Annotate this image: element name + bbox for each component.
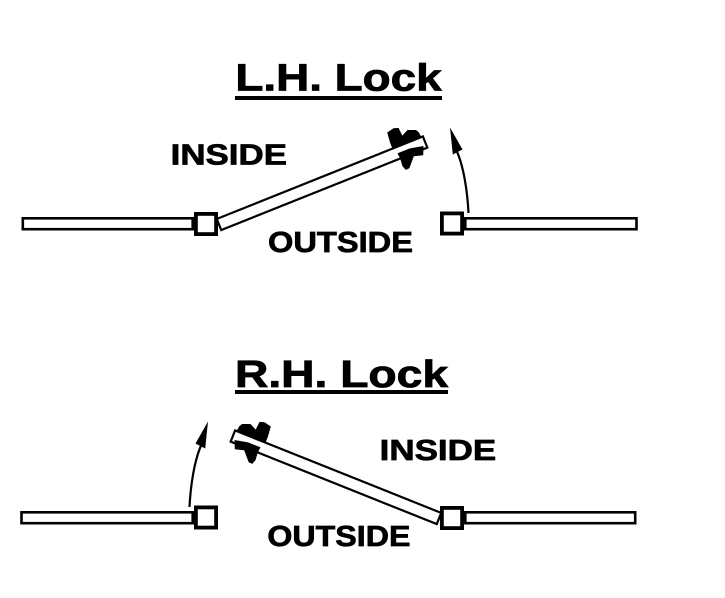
svg-text:R.H. Lock: R.H. Lock: [235, 353, 449, 395]
svg-text:OUTSIDE: OUTSIDE: [267, 521, 410, 553]
svg-text:OUTSIDE: OUTSIDE: [268, 226, 413, 259]
svg-text:INSIDE: INSIDE: [171, 139, 287, 171]
svg-text:INSIDE: INSIDE: [380, 434, 497, 466]
svg-text:L.H. Lock: L.H. Lock: [235, 56, 442, 98]
